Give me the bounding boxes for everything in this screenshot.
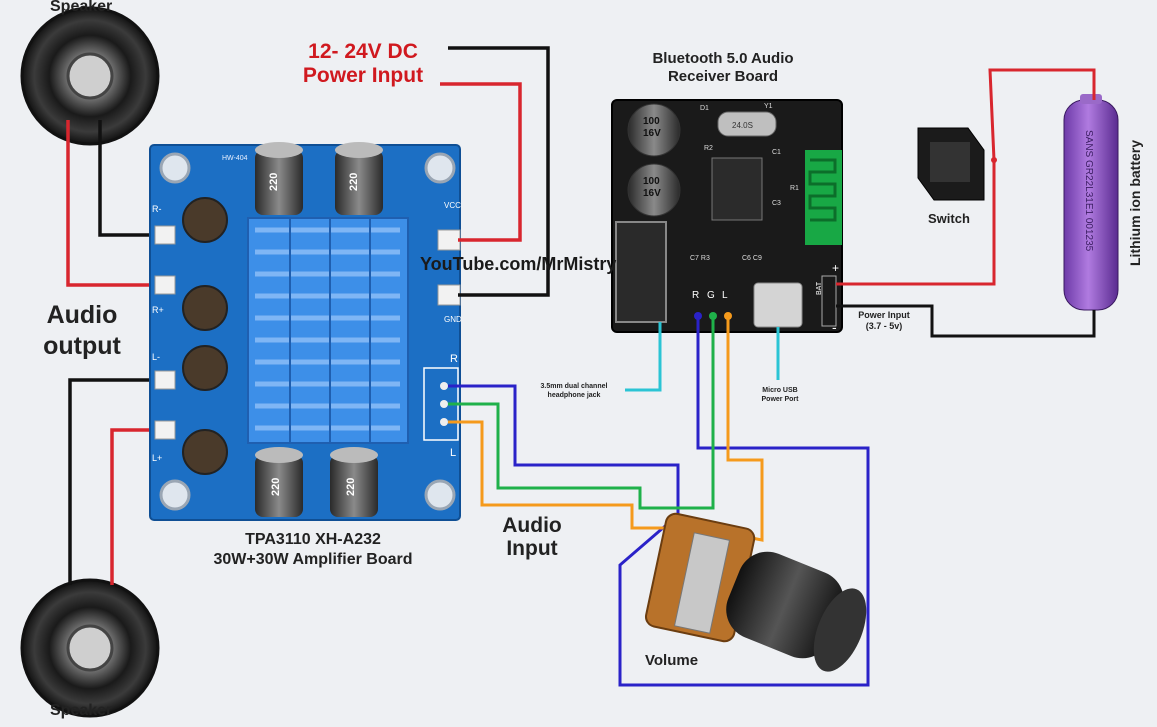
wire-dc-red bbox=[440, 82, 522, 242]
svg-text:R-: R- bbox=[152, 204, 162, 214]
amp-inductors bbox=[182, 197, 228, 475]
svg-text:C3: C3 bbox=[772, 200, 781, 207]
speaker-top bbox=[20, 6, 160, 146]
watermark: YouTube.com/MrMistry bbox=[420, 254, 617, 274]
micro-usb-port bbox=[753, 282, 803, 328]
svg-text:L-: L- bbox=[152, 352, 160, 362]
amp-capacitor: 220 bbox=[330, 447, 378, 517]
svg-text:R1: R1 bbox=[790, 185, 799, 192]
svg-text:R+: R+ bbox=[152, 305, 164, 315]
wire-top-speaker-black bbox=[98, 120, 168, 237]
svg-text:VCC: VCC bbox=[444, 201, 461, 210]
amplifier-board-title: TPA3110 XH-A232 30W+30W Amplifier Board bbox=[213, 531, 413, 568]
bt-capacitor: 100 16V bbox=[627, 103, 681, 157]
battery-wires bbox=[836, 68, 1096, 338]
amplifier-board: HW-404 220 220 220 bbox=[149, 142, 462, 521]
svg-text:R: R bbox=[450, 353, 458, 365]
svg-text:220: 220 bbox=[270, 478, 282, 496]
wire-battery-black bbox=[836, 304, 1096, 338]
svg-text:+: + bbox=[832, 261, 839, 275]
svg-text:Y1: Y1 bbox=[764, 103, 773, 110]
svg-text:220: 220 bbox=[345, 478, 357, 496]
amp-speaker-terminals bbox=[154, 225, 176, 440]
speaker-bottom bbox=[20, 578, 160, 718]
micro-usb-label: Micro USB Power Port bbox=[761, 387, 799, 403]
svg-text:16V: 16V bbox=[643, 188, 661, 199]
power-input-small-label: Power Input (3.7 - 5v) bbox=[858, 310, 910, 331]
svg-text:16V: 16V bbox=[643, 128, 661, 139]
wire-switch-red bbox=[988, 68, 1096, 161]
svg-text:GND: GND bbox=[444, 315, 462, 324]
wire-battery-red bbox=[836, 160, 996, 286]
wire-bottom-speaker-black bbox=[68, 378, 168, 585]
switch-label: Switch bbox=[928, 211, 970, 226]
svg-text:220: 220 bbox=[268, 173, 280, 191]
amp-model-silk: HW-404 bbox=[222, 155, 248, 162]
wire-dc-black bbox=[448, 46, 550, 297]
switch bbox=[917, 127, 985, 201]
wire-audio-green bbox=[448, 316, 715, 510]
battery-label: Lithium ion battery bbox=[1127, 140, 1143, 266]
headphone-jack bbox=[615, 221, 667, 323]
headphone-jack-label: 3.5mm dual channel headphone jack bbox=[540, 383, 608, 399]
svg-text:L: L bbox=[722, 290, 728, 301]
amp-capacitor: 220 bbox=[255, 142, 303, 215]
bt-capacitor: 100 16V bbox=[627, 163, 681, 217]
amp-capacitor: 220 bbox=[335, 142, 383, 215]
svg-text:-: - bbox=[832, 319, 837, 335]
svg-text:BAT: BAT bbox=[816, 281, 823, 295]
audio-input-label: Audio Input bbox=[502, 514, 562, 560]
volume-potentiometer bbox=[644, 512, 867, 672]
bluetooth-board-title: Bluetooth 5.0 Audio Receiver Board bbox=[652, 50, 794, 85]
speaker-top-label: Speaker bbox=[50, 0, 113, 15]
svg-text:C1: C1 bbox=[772, 149, 781, 156]
svg-text:G: G bbox=[707, 290, 715, 301]
svg-text:R2: R2 bbox=[704, 145, 713, 152]
audio-output-label: Audio output bbox=[43, 301, 121, 360]
svg-text:100: 100 bbox=[643, 176, 660, 187]
svg-text:D1: D1 bbox=[700, 105, 709, 112]
svg-text:100: 100 bbox=[643, 116, 660, 127]
bt-chip bbox=[711, 157, 763, 221]
svg-text:R: R bbox=[692, 290, 699, 301]
speaker-bottom-label: Speaker bbox=[50, 702, 113, 719]
bluetooth-board: 100 16V 100 16V 24.0S D1 Y1 R2 C1 R1 C3 … bbox=[611, 99, 843, 335]
svg-text:220: 220 bbox=[348, 173, 360, 191]
bt-crystal bbox=[717, 111, 777, 137]
wire-audio-blue bbox=[448, 316, 870, 687]
power-wires bbox=[440, 46, 550, 297]
volume-label: Volume bbox=[645, 652, 699, 669]
svg-text:L+: L+ bbox=[152, 453, 162, 463]
svg-text:C6 C9: C6 C9 bbox=[742, 255, 762, 262]
battery: SANS GR22L31E1 001235 bbox=[1063, 94, 1119, 311]
wire-jack-cyan bbox=[625, 322, 662, 392]
svg-text:L: L bbox=[450, 447, 456, 459]
svg-text:SANS GR22L31E1 001235: SANS GR22L31E1 001235 bbox=[1083, 130, 1094, 252]
wire-top-speaker-red bbox=[66, 120, 168, 287]
power-input-title: 12- 24V DC Power Input bbox=[302, 40, 424, 87]
wire-audio-orange bbox=[448, 316, 764, 542]
svg-text:24.0S: 24.0S bbox=[732, 121, 753, 130]
amp-capacitor: 220 bbox=[255, 447, 303, 517]
svg-text:C7 R3: C7 R3 bbox=[690, 255, 710, 262]
